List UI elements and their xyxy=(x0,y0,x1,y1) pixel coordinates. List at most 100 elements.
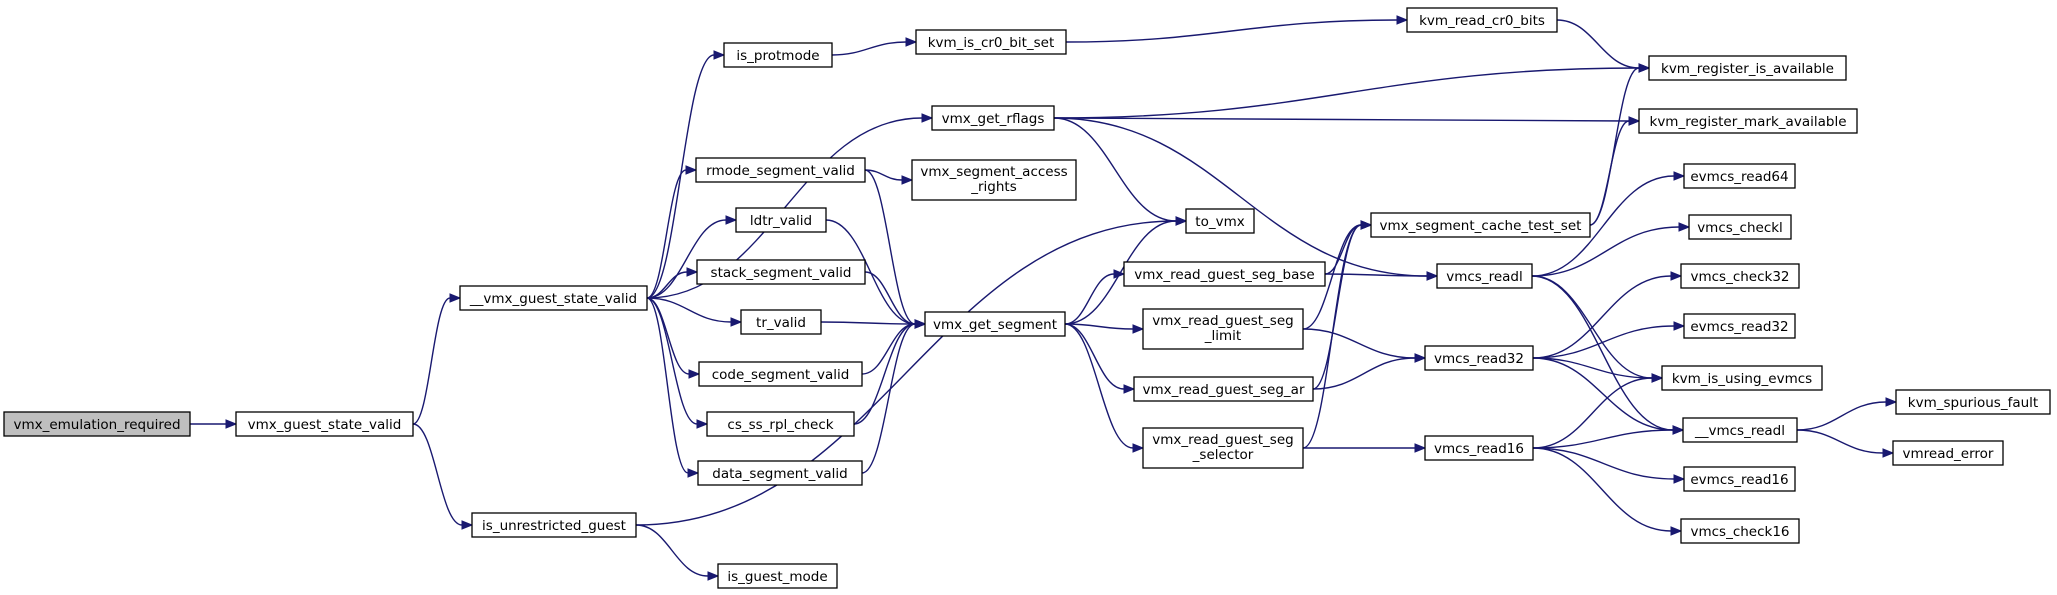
kvm-spurious-fault-node[interactable]: kvm_spurious_fault xyxy=(1895,389,2051,415)
vmx-get-segment-node[interactable]: vmx_get_segment xyxy=(924,311,1066,337)
call-edge-vmx_get_segment-to-vmx_read_guest_seg_selector xyxy=(1064,323,1145,453)
kvm-register-mark-available-node[interactable]: kvm_register_mark_available xyxy=(1638,108,1858,134)
kvm-read-cr0-bits-node[interactable]: kvm_read_cr0_bits xyxy=(1406,7,1558,33)
node-label: kvm_is_using_evmcs xyxy=(1672,371,1812,387)
node-label: vmx_segment_access xyxy=(920,164,1067,180)
arrowhead xyxy=(1670,526,1683,536)
is-guest-mode-node[interactable]: is_guest_mode xyxy=(717,563,838,589)
is-unrestricted-guest-node[interactable]: is_unrestricted_guest xyxy=(471,512,637,538)
evmcs-read16-node[interactable]: evmcs_read16 xyxy=(1683,466,1796,492)
node-box xyxy=(1680,518,1800,544)
edge-line xyxy=(1064,323,1134,330)
node-label: vmx_segment_cache_test_set xyxy=(1380,218,1582,234)
evmcs-read32-node[interactable]: evmcs_read32 xyxy=(1683,313,1796,339)
edge-line xyxy=(831,41,907,56)
node-box xyxy=(1648,55,1847,81)
edge-line xyxy=(412,423,463,526)
kvm-register-is-available-node[interactable]: kvm_register_is_available xyxy=(1648,55,1847,81)
vmx-guest-state-valid-internal-node[interactable]: __vmx_guest_state_valid xyxy=(459,285,648,311)
to-vmx-node[interactable]: to_vmx xyxy=(1185,208,1255,234)
vmcs-checkl-node[interactable]: vmcs_checkl xyxy=(1688,214,1792,240)
node-box xyxy=(1406,7,1558,33)
edge-line xyxy=(1532,447,1675,480)
edge-line xyxy=(646,297,690,375)
edge-line xyxy=(646,297,689,474)
evmcs-read64-node[interactable]: evmcs_read64 xyxy=(1683,163,1796,189)
arrowhead xyxy=(687,468,700,478)
node-label: vmread_error xyxy=(1903,446,1994,462)
node-label: vmx_read_guest_seg xyxy=(1152,432,1293,448)
vmx-segment-cache-test-set-node[interactable]: vmx_segment_cache_test_set xyxy=(1370,212,1591,238)
call-edge-__vmx_guest_state_valid-to-cs_ss_rpl_check xyxy=(646,297,709,429)
arrowhead xyxy=(1175,216,1188,226)
vmcs-read32-node[interactable]: vmcs_read32 xyxy=(1424,345,1534,371)
call-edge-__vmcs_readl-to-kvm_spurious_fault xyxy=(1796,397,1898,431)
node-label: vmx_guest_state_valid xyxy=(248,417,402,433)
call-edge-__vmx_guest_state_valid-to-rmode_segment_valid xyxy=(646,165,698,299)
node-label: is_unrestricted_guest xyxy=(482,518,626,534)
node-box xyxy=(1185,208,1255,234)
stack-segment-valid-node[interactable]: stack_segment_valid xyxy=(696,259,866,285)
edge-line xyxy=(1532,429,1674,449)
call-edge-cs_ss_rpl_check-to-vmx_get_segment xyxy=(853,319,927,425)
edge-line xyxy=(1053,117,1428,277)
vmcs-readl-node[interactable]: vmcs_readl xyxy=(1436,263,1533,289)
node-label: evmcs_read32 xyxy=(1690,319,1788,335)
arrowhead xyxy=(725,215,738,225)
edge-line xyxy=(1531,226,1680,277)
edge-line xyxy=(1532,275,1672,359)
ldtr-valid-node[interactable]: ldtr_valid xyxy=(735,207,827,233)
call-edge-vmcs_read16-to-evmcs_read16 xyxy=(1532,447,1686,484)
edge-line xyxy=(820,321,916,325)
call-edge-__vmx_guest_state_valid-to-tr_valid xyxy=(646,297,743,327)
node-box xyxy=(1424,435,1534,461)
vmx-read-guest-seg-limit-node[interactable]: vmx_read_guest_seg_limit xyxy=(1142,308,1304,350)
vmx-segment-access-rights-node[interactable]: vmx_segment_access_rights xyxy=(911,159,1077,201)
edge-line xyxy=(1532,447,1672,532)
vmx-read-guest-seg-ar-node[interactable]: vmx_read_guest_seg_ar xyxy=(1133,376,1314,402)
vmx-read-guest-seg-base-node[interactable]: vmx_read_guest_seg_base xyxy=(1123,261,1326,287)
arrowhead xyxy=(1882,448,1895,458)
node-box xyxy=(459,285,648,311)
rmode-segment-valid-node[interactable]: rmode_segment_valid xyxy=(695,157,866,183)
call-edge-__vmx_guest_state_valid-to-is_protmode xyxy=(646,50,726,299)
arrowhead xyxy=(461,520,474,530)
node-label: _rights xyxy=(970,179,1017,195)
vmcs-read16-node[interactable]: vmcs_read16 xyxy=(1424,435,1534,461)
node-label: vmx_get_segment xyxy=(933,317,1057,333)
call-edge-vmx_get_segment-to-vmx_read_guest_seg_ar xyxy=(1064,323,1136,394)
call-edge-vmx_read_guest_seg_selector-to-vmcs_read16 xyxy=(1303,443,1427,453)
kvm-is-using-evmcs-node[interactable]: kvm_is_using_evmcs xyxy=(1661,365,1823,391)
data-segment-valid-node[interactable]: data_segment_valid xyxy=(697,460,863,486)
call-edge-rmode_segment_valid-to-vmx_segment_access_rights xyxy=(864,169,914,185)
tr-valid-node[interactable]: tr_valid xyxy=(740,309,822,335)
call-edge-vmcs_read32-to-evmcs_read32 xyxy=(1532,321,1686,359)
is-protmode-node[interactable]: is_protmode xyxy=(723,42,833,68)
node-box xyxy=(471,512,637,538)
cs-ss-rpl-check-node[interactable]: cs_ss_rpl_check xyxy=(706,411,855,437)
code-segment-valid-node[interactable]: code_segment_valid xyxy=(698,361,863,387)
vmcs-check32-node[interactable]: vmcs_check32 xyxy=(1680,263,1800,289)
call-edge-vmcs_read16-to-kvm_is_using_evmcs xyxy=(1532,373,1664,449)
edge-line xyxy=(1053,67,1640,119)
vmx-guest-state-valid-node[interactable]: vmx_guest_state_valid xyxy=(235,411,414,437)
vmread-error-node[interactable]: vmread_error xyxy=(1892,440,2004,466)
edge-line xyxy=(1324,273,1428,277)
node-label: stack_segment_valid xyxy=(711,265,852,281)
call-edge-vmx_guest_state_valid-to-is_unrestricted_guest xyxy=(412,423,474,530)
vmcs-readl-internal-node[interactable]: __vmcs_readl xyxy=(1682,417,1798,443)
call-edge-data_segment_valid-to-vmx_get_segment xyxy=(861,319,927,474)
node-label: vmcs_read32 xyxy=(1434,351,1524,367)
kvm-is-cr0-bit-set-node[interactable]: kvm_is_cr0_bit_set xyxy=(915,29,1067,55)
edge-line xyxy=(646,297,732,323)
node-box xyxy=(1142,308,1304,350)
node-box xyxy=(915,29,1067,55)
edge-line xyxy=(1556,19,1640,69)
edge-line xyxy=(635,220,1177,526)
call-edge-__vmx_guest_state_valid-to-ldtr_valid xyxy=(646,215,738,299)
vmx-read-guest-seg-selector-node[interactable]: vmx_read_guest_seg_selector xyxy=(1142,427,1304,469)
vmx-emulation-required-node[interactable]: vmx_emulation_required xyxy=(3,411,191,437)
vmx-get-rflags-node[interactable]: vmx_get_rflags xyxy=(931,105,1055,131)
arrowhead xyxy=(905,37,918,47)
vmcs-check16-node[interactable]: vmcs_check16 xyxy=(1680,518,1800,544)
